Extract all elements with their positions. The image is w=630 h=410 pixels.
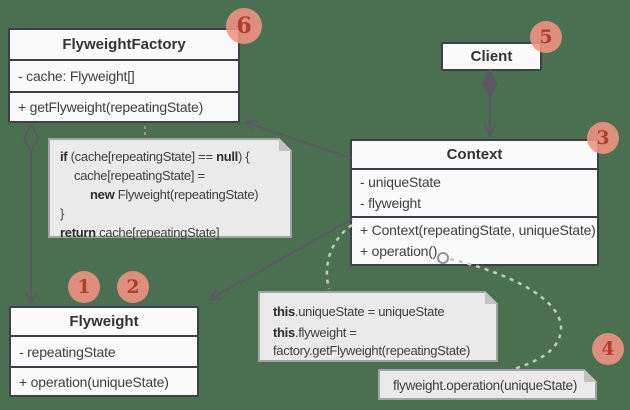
badge-3: 3: [587, 122, 619, 154]
class-box-client: Client: [441, 42, 542, 71]
code-line: factory.getFlyweight(repeatingState): [273, 343, 471, 358]
class-title: Client: [441, 42, 542, 71]
keyword-return: return: [60, 225, 96, 240]
code-line: return cache[repeatingState]: [60, 225, 220, 240]
code-line: flyweight.operation(uniqueState): [393, 378, 578, 393]
class-attribute: - flyweight: [360, 195, 421, 211]
note-context-code: this.uniqueState = uniqueState this.flyw…: [258, 291, 498, 362]
code-line: this.uniqueState = uniqueState: [273, 304, 445, 319]
class-box-flyweight: Flyweight - repeatingState + operation(u…: [9, 306, 199, 397]
aggregation-edge-factory-flyweight: [22, 121, 40, 303]
class-attribute: - repeatingState: [9, 335, 199, 368]
keyword-new: new: [90, 187, 115, 202]
class-box-context: Context - uniqueState - flyweight + Cont…: [350, 139, 599, 266]
keyword-null: null: [216, 149, 238, 164]
class-title: Context: [350, 139, 599, 170]
note-factory-code: if (cache[repeatingState] == null) { cac…: [48, 138, 292, 240]
class-method: + getFlyweight(repeatingState): [8, 91, 240, 123]
class-method: + operation(uniqueState): [9, 366, 199, 397]
code-line: cache[repeatingState] =: [74, 168, 205, 183]
note-operation-code: flyweight.operation(uniqueState): [378, 369, 597, 400]
keyword-if: if: [60, 149, 68, 164]
keyword-this: this: [273, 325, 295, 340]
code-line: new Flyweight(repeatingState): [90, 187, 259, 202]
keyword-this: this: [273, 304, 295, 319]
badge-4: 4: [592, 333, 624, 365]
class-attributes: - uniqueState - flyweight: [350, 168, 599, 218]
composition-edge-client-context: [482, 68, 498, 136]
class-box-flyweight-factory: FlyweightFactory - cache: Flyweight[] + …: [8, 28, 240, 123]
code-line: if (cache[repeatingState] == null) {: [60, 149, 250, 164]
class-attribute: - uniqueState: [360, 174, 441, 190]
class-method: + operation(): [360, 243, 438, 259]
class-title: FlyweightFactory: [8, 28, 240, 61]
class-method: + Context(repeatingState, uniqueState): [360, 222, 596, 238]
badge-2: 2: [117, 271, 149, 303]
class-methods: + Context(repeatingState, uniqueState) +…: [350, 216, 599, 266]
class-title: Flyweight: [9, 306, 199, 337]
code-line: this.flyweight =: [273, 325, 357, 340]
note-connector-context-code: [325, 223, 353, 290]
badge-1: 1: [68, 271, 100, 303]
badge-5: 5: [530, 21, 562, 53]
class-attribute: - cache: Flyweight[]: [8, 59, 240, 93]
code-line: }: [60, 206, 65, 221]
badge-6: 6: [226, 8, 262, 44]
